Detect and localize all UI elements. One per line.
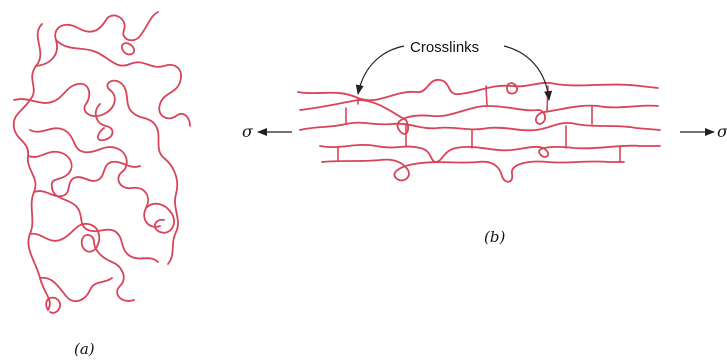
crosslinks-label: Crosslinks bbox=[410, 39, 479, 56]
chain-a5 bbox=[13, 79, 179, 265]
chain-a1 bbox=[12, 23, 51, 311]
chain-b2 bbox=[299, 99, 659, 135]
chain-a3 bbox=[55, 39, 191, 127]
chain-a2 bbox=[35, 11, 159, 67]
chain-a7 bbox=[94, 103, 114, 142]
chain-a13 bbox=[145, 202, 175, 234]
chain-a12 bbox=[45, 296, 62, 314]
panel-a-caption: (a) bbox=[74, 340, 95, 358]
stress-left-symbol: σ bbox=[242, 122, 254, 141]
stress-right-symbol: σ bbox=[717, 122, 727, 141]
chain-a10 bbox=[29, 223, 135, 302]
chain-b3 bbox=[299, 121, 661, 132]
panel-b-caption: (b) bbox=[484, 228, 505, 246]
chain-a4 bbox=[120, 42, 136, 56]
chain-a11 bbox=[39, 276, 113, 303]
chain-b1 bbox=[297, 79, 659, 102]
chain-b4 bbox=[319, 143, 661, 163]
panel-b-network bbox=[297, 79, 661, 183]
crosslinks-pointer-left bbox=[355, 45, 405, 95]
panel-a-network bbox=[12, 11, 191, 314]
chain-a8 bbox=[27, 150, 159, 263]
chain-b5 bbox=[321, 158, 625, 183]
chain-b-loop bbox=[506, 82, 518, 95]
crosslink bbox=[485, 85, 488, 107]
chain-a9 bbox=[33, 160, 141, 198]
chain-a6 bbox=[29, 127, 161, 228]
crosslinks-pointer-right bbox=[503, 45, 553, 101]
